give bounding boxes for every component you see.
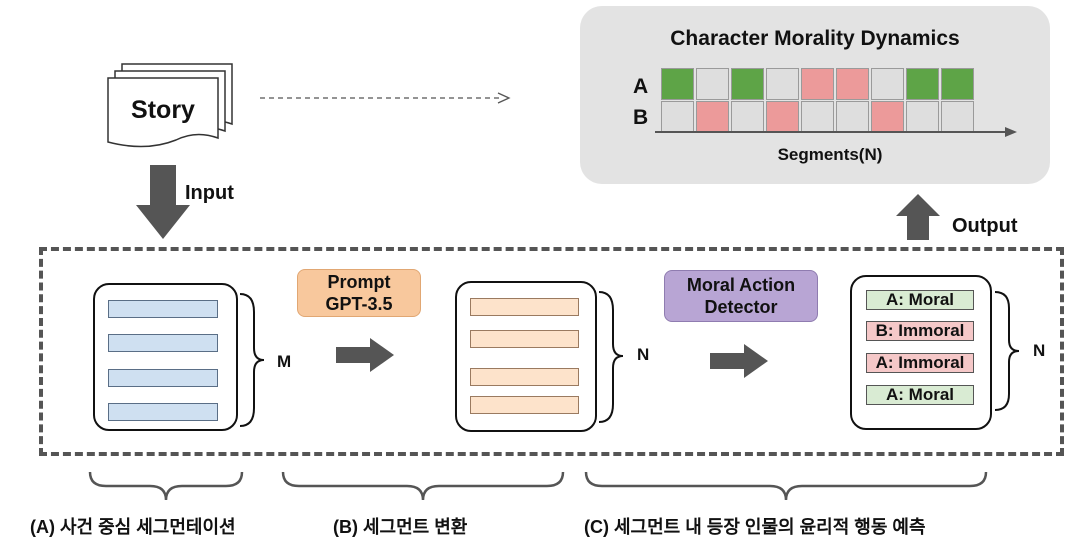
prompt-line2: GPT-3.5 xyxy=(325,294,393,314)
bottom-brace-c xyxy=(584,471,988,501)
grid-cell-b-8 xyxy=(906,101,939,133)
pipeline-frame xyxy=(39,247,1064,456)
grid-cell-b-6 xyxy=(836,101,869,133)
grid-cell-a-3 xyxy=(731,68,764,100)
story-document-icon xyxy=(107,63,233,148)
output-arrow xyxy=(896,194,940,240)
prediction-item: A: Moral xyxy=(866,385,974,405)
prompt-gpt-box: Prompt GPT-3.5 xyxy=(297,269,421,317)
grid-cell-a-4 xyxy=(766,68,799,100)
dashed-arrow xyxy=(260,92,511,104)
right-arrow xyxy=(336,338,394,372)
grid-cell-a-8 xyxy=(906,68,939,100)
row-label-a: A xyxy=(633,75,649,98)
panel-title: Character Morality Dynamics xyxy=(670,27,960,50)
prediction-item: B: Immoral xyxy=(866,321,974,341)
grid-cell-a-7 xyxy=(871,68,904,100)
segments-axis-label: Segments(N) xyxy=(777,145,883,164)
brace-label-m: M xyxy=(277,352,292,371)
segment-bar xyxy=(470,330,579,348)
story-label: Story xyxy=(131,96,195,124)
caption-a: (A) 사건 중심 세그먼테이션 xyxy=(30,517,236,537)
row-label-b: B xyxy=(633,106,649,129)
grid-cell-a-9 xyxy=(941,68,974,100)
input-arrow xyxy=(136,165,190,239)
input-label: Input xyxy=(185,182,234,204)
grid-cell-a-5 xyxy=(801,68,834,100)
bottom-brace-b xyxy=(281,471,565,501)
grid-cell-b-2 xyxy=(696,101,729,133)
brace-n xyxy=(994,291,1020,411)
segment-bar xyxy=(108,403,218,421)
brace-m xyxy=(239,293,265,427)
prediction-item: A: Immoral xyxy=(866,353,974,373)
prediction-item: A: Moral xyxy=(866,290,974,310)
segment-bar xyxy=(108,334,218,352)
segment-bar xyxy=(108,300,218,318)
output-label: Output xyxy=(952,215,1018,237)
right-arrow xyxy=(710,344,768,378)
prompt-line1: Prompt xyxy=(327,272,391,292)
bottom-brace-a xyxy=(88,471,244,501)
grid-cell-a-1 xyxy=(661,68,694,100)
segment-bar xyxy=(108,369,218,387)
segment-bar xyxy=(470,298,579,316)
grid-cell-b-4 xyxy=(766,101,799,133)
caption-c: (C) 세그먼트 내 등장 인물의 윤리적 행동 예측 xyxy=(584,517,926,537)
grid-cell-a-6 xyxy=(836,68,869,100)
detector-line2: Detector xyxy=(704,297,778,317)
segment-bar xyxy=(470,368,579,386)
morality-grid xyxy=(661,68,981,134)
moral-action-detector-box: Moral Action Detector xyxy=(664,270,818,322)
segments-axis-arrow xyxy=(655,127,1017,137)
brace-n xyxy=(598,291,624,423)
grid-cell-b-1 xyxy=(661,101,694,133)
grid-cell-b-7 xyxy=(871,101,904,133)
grid-cell-a-2 xyxy=(696,68,729,100)
brace-label-n: N xyxy=(1033,341,1046,360)
caption-b: (B) 세그먼트 변환 xyxy=(333,517,468,537)
brace-label-n: N xyxy=(637,345,650,364)
detector-line1: Moral Action xyxy=(686,275,796,295)
grid-cell-b-9 xyxy=(941,101,974,133)
grid-cell-b-3 xyxy=(731,101,764,133)
segment-bar xyxy=(470,396,579,414)
